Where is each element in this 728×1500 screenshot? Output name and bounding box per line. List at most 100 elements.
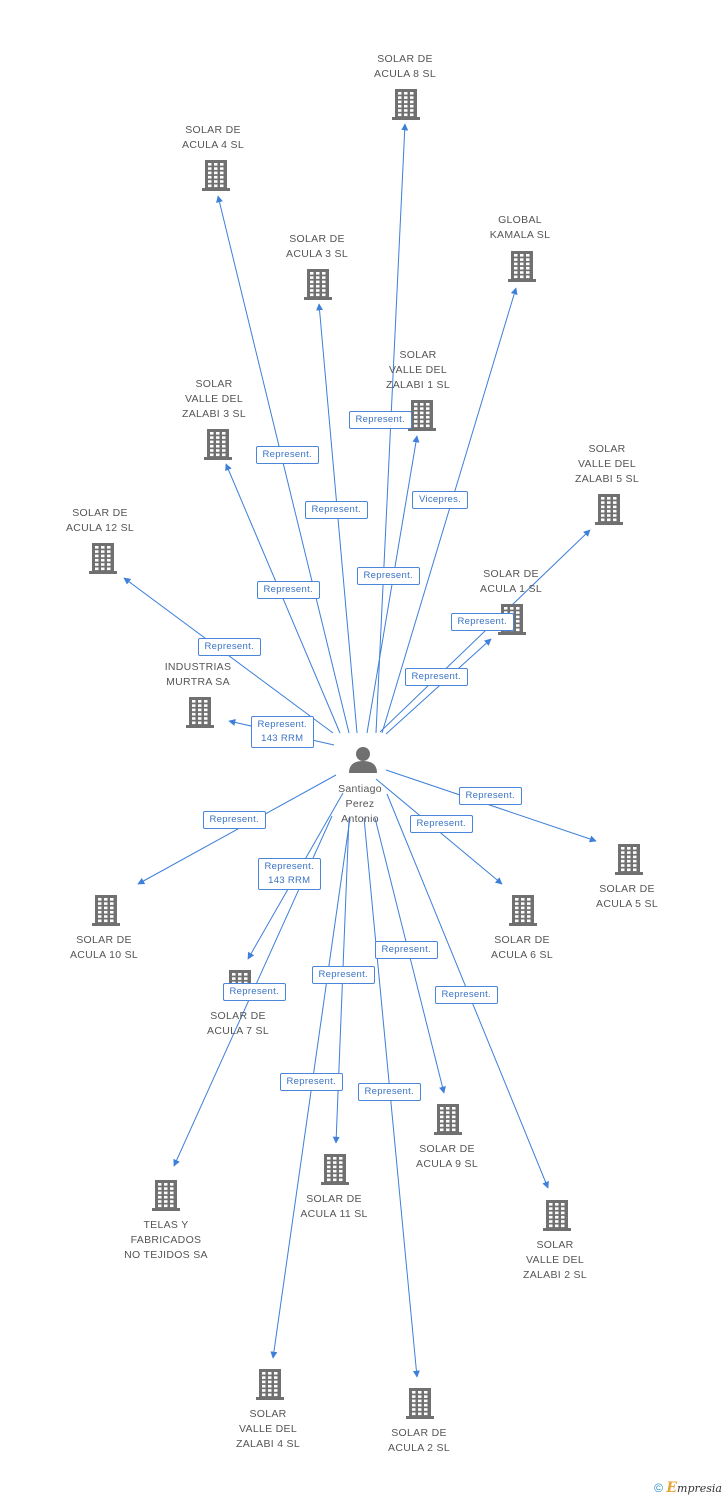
node-label-line: SOLAR DE <box>185 124 241 136</box>
node-label-line: ACULA 2 SL <box>388 1442 450 1454</box>
node-label-line: SOLAR DE <box>494 934 550 946</box>
building-icon[interactable] <box>202 160 230 191</box>
node-label-line: ACULA 9 SL <box>416 1158 478 1170</box>
node-label-line: VALLE DEL <box>185 393 243 405</box>
node-label-line: SOLAR DE <box>72 507 128 519</box>
edge-label-text: Represent. <box>363 570 413 581</box>
edge-label-valle4[interactable]: Represent. <box>279 1073 343 1091</box>
edge-label-acula6[interactable]: Represent. <box>409 815 473 833</box>
edge-label-text: Represent. <box>381 944 431 955</box>
edge-label-valle1[interactable]: Represent. <box>356 567 420 585</box>
edge-label-text: Represent. <box>318 969 368 980</box>
building-icon[interactable] <box>595 494 623 525</box>
edge-line-acula5 <box>385 769 597 843</box>
node-label-line: ACULA 12 SL <box>65 522 135 534</box>
edge-label-text: Represent. <box>229 986 279 997</box>
building-icon[interactable] <box>152 1180 180 1211</box>
edge-label-acula2[interactable]: Represent. <box>357 1083 421 1101</box>
building-icon[interactable] <box>304 269 332 300</box>
building-icon[interactable] <box>508 251 536 282</box>
edge-label-acula9[interactable]: Represent. <box>374 941 438 959</box>
company-node-acula9[interactable]: SOLAR DE ACULA 9 SL <box>382 1142 512 1172</box>
edge-line-acula4 <box>216 195 350 734</box>
node-label-line: SOLAR <box>588 443 626 455</box>
building-icon[interactable] <box>204 429 232 460</box>
building-icon[interactable] <box>408 400 436 431</box>
node-label-line: SOLAR DE <box>419 1143 475 1155</box>
empresia-logo[interactable]: Empresia <box>666 1480 722 1496</box>
company-node-valle5[interactable]: SOLAR VALLE DEL ZALABI 5 SL <box>542 442 672 487</box>
edge-label-acula5[interactable]: Represent. <box>458 787 522 805</box>
edge-label-text: Represent. <box>262 449 312 460</box>
edge-label-text: Vicepres. <box>419 494 462 505</box>
edge-label-acula12[interactable]: Represent. <box>197 638 261 656</box>
building-icon[interactable] <box>509 895 537 926</box>
edge-label-text: Represent. <box>286 1076 336 1087</box>
node-label-line: SOLAR DE <box>76 934 132 946</box>
company-node-global[interactable]: GLOBAL KAMALA SL <box>455 213 585 243</box>
node-label-line: MURTRA SA <box>166 676 230 688</box>
building-icon[interactable] <box>615 844 643 875</box>
building-icon[interactable] <box>392 89 420 120</box>
edge-label-acula3[interactable]: Represent. <box>304 501 368 519</box>
node-label-line: ACULA 8 SL <box>374 68 436 80</box>
edge-label-acula4[interactable]: Represent. <box>255 446 319 464</box>
building-icon[interactable] <box>434 1104 462 1135</box>
node-label-line: SOLAR DE <box>599 883 655 895</box>
node-label-line: GLOBAL <box>498 214 542 226</box>
edge-label-acula8[interactable]: Represent. <box>348 411 412 429</box>
edge-label-murtra[interactable]: Represent.143 RRM <box>250 716 314 748</box>
edge-label-text: Represent. <box>355 414 405 425</box>
edge-label-valle2[interactable]: Represent. <box>434 986 498 1004</box>
edge-label-acula1[interactable]: Represent. <box>404 668 468 686</box>
node-label-line: SOLAR DE <box>483 568 539 580</box>
edge-label-valle3[interactable]: Represent. <box>256 581 320 599</box>
node-label-line: ZALABI 1 SL <box>386 379 450 391</box>
edge-label-text: 143 RRM <box>261 733 304 744</box>
building-icon[interactable] <box>406 1388 434 1419</box>
node-label-line: KAMALA SL <box>489 229 551 241</box>
node-label-line: ZALABI 2 SL <box>523 1269 587 1281</box>
node-label-line: VALLE DEL <box>578 458 636 470</box>
person-icon[interactable] <box>349 747 377 773</box>
node-label-line: SOLAR DE <box>306 1193 362 1205</box>
building-icon[interactable] <box>92 895 120 926</box>
node-label-line: ACULA 5 SL <box>596 898 658 910</box>
node-label-line: ACULA 7 SL <box>207 1025 269 1037</box>
edge-line-acula10 <box>137 774 337 885</box>
building-icon[interactable] <box>543 1200 571 1231</box>
node-label-line: ACULA 3 SL <box>286 248 348 260</box>
edge-label-text: Represent. <box>457 616 507 627</box>
building-icon[interactable] <box>321 1154 349 1185</box>
building-icon[interactable] <box>256 1369 284 1400</box>
edge-label-acula10[interactable]: Represent. <box>202 811 266 829</box>
edge-label-text: Represent. <box>465 790 515 801</box>
building-icon[interactable] <box>89 543 117 574</box>
edge-label-text: Represent. <box>204 641 254 652</box>
edge-label-valle5[interactable]: Represent. <box>450 613 514 631</box>
company-node-acula5[interactable]: SOLAR DE ACULA 5 SL <box>562 882 692 912</box>
edge-label-acula11[interactable]: Represent. <box>311 966 375 984</box>
building-icon[interactable] <box>186 697 214 728</box>
edge-label-acula7[interactable]: Represent.143 RRM <box>257 858 321 890</box>
edge-label-global[interactable]: Vicepres. <box>412 491 469 509</box>
edge-label-telas[interactable]: Represent. <box>222 983 286 1001</box>
company-node-acula12[interactable]: SOLAR DE ACULA 12 SL <box>35 506 165 536</box>
node-label-line: ZALABI 5 SL <box>575 473 639 485</box>
